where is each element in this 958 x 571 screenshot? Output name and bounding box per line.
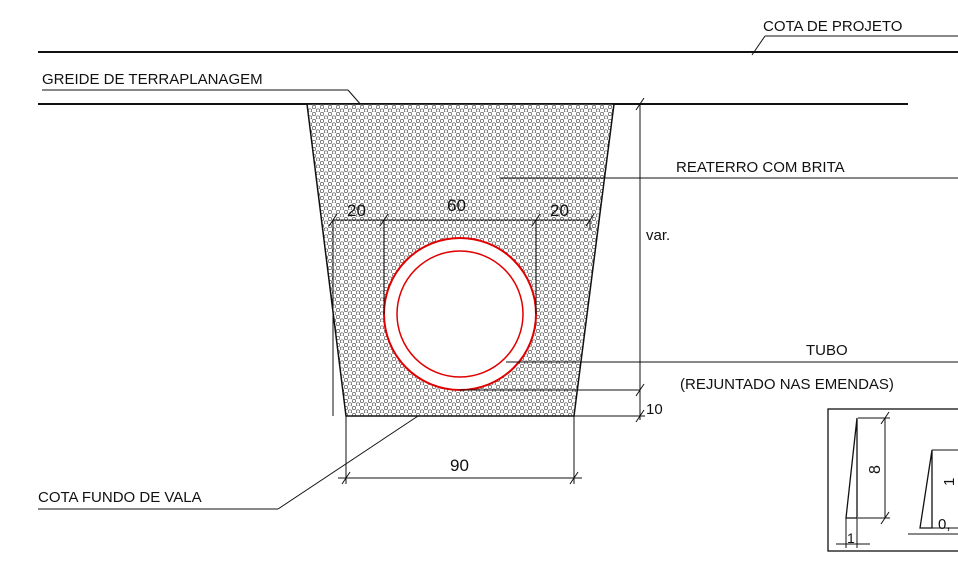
dim-left-offset: 20 [347,201,366,220]
design-level-label: COTA DE PROJETO [763,18,902,35]
tick-1 [328,213,338,227]
var-tick-bot [635,409,645,423]
grade-label: GREIDE DE TERRAPLANAGEM [42,71,263,88]
var-label: var. [646,227,670,244]
partial-ratio: 1 [941,478,958,486]
dim-pipe-width: 60 [447,196,466,215]
bottom-tick-right [569,471,579,485]
trench-bottom-leader [277,415,419,510]
trench-width-label: 90 [450,456,469,475]
tick-3 [531,213,541,227]
slope-detail: 8 1 1 0, [827,408,958,552]
var-tick-top [635,97,645,111]
pipe-inner-wall [396,250,524,378]
dim-right-offset: 20 [550,201,569,220]
var-tick-mid [635,383,645,397]
bottom-tick-left [341,471,351,485]
bedding-thickness: 10 [646,401,663,418]
partial-value: 0, [938,516,951,533]
tick-4 [585,213,595,227]
trench-bottom-label: COTA FUNDO DE VALA [38,489,202,506]
slope-height-label: 8 [867,465,884,474]
pipe-label: TUBO [806,342,848,359]
slope-base-label: 1 [847,530,855,546]
tick-2 [379,213,389,227]
pipe-note: (REJUNTADO NAS EMENDAS) [680,376,894,393]
backfill-label: REATERRO COM BRITA [676,159,845,176]
design-level-leader [751,35,766,56]
